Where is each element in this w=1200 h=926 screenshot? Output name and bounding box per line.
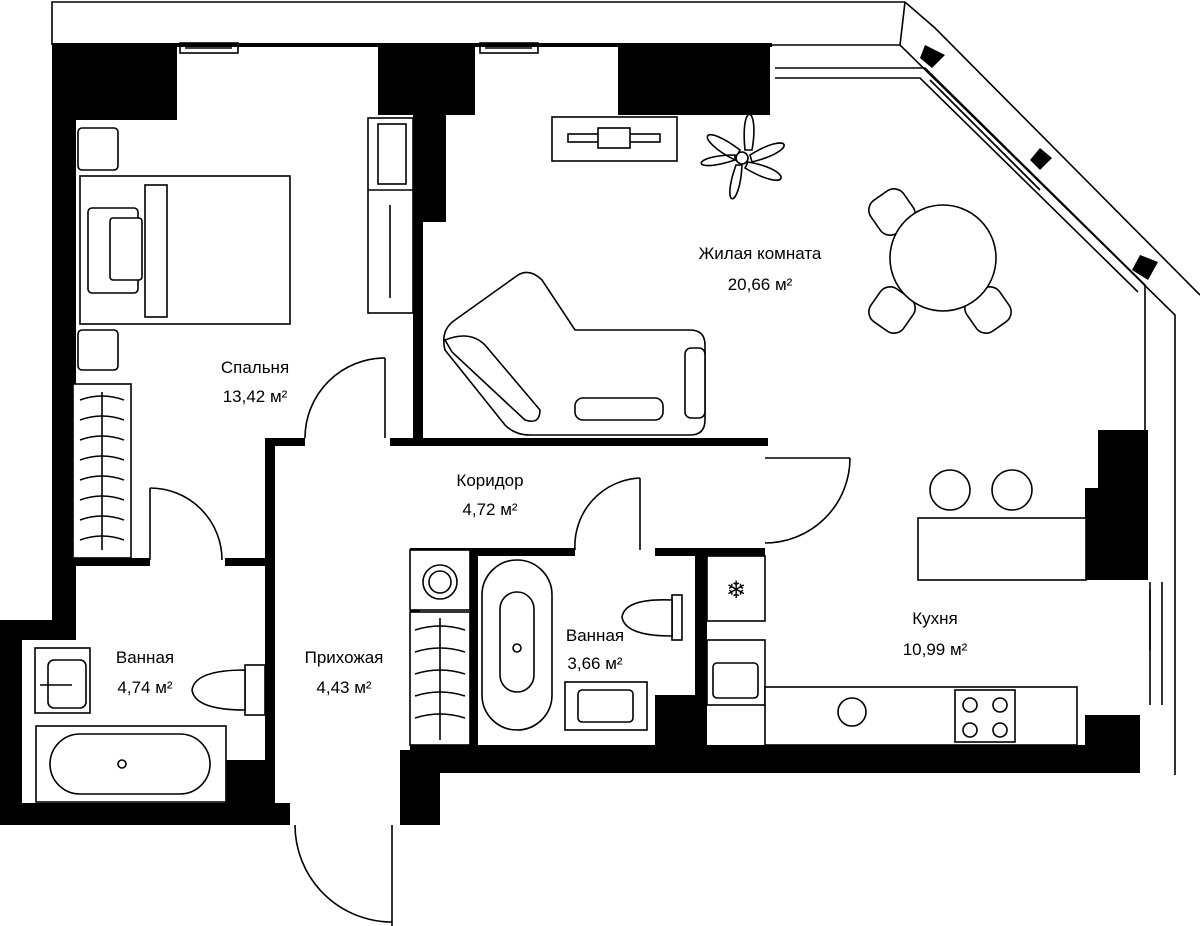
walls xyxy=(0,43,1158,825)
room-bath-mid: Ванная 3,66 м² xyxy=(566,626,624,673)
bar-counter xyxy=(917,469,1087,581)
room-kitchen-name: Кухня xyxy=(912,609,958,628)
wardrobe-hall xyxy=(409,611,471,746)
sink-mid xyxy=(564,681,648,731)
tv-console xyxy=(551,116,678,162)
room-hall-area: 4,43 м² xyxy=(316,678,371,697)
room-corridor: Коридор 4,72 м² xyxy=(456,471,523,519)
bed xyxy=(77,127,291,371)
svg-text:❄: ❄ xyxy=(726,576,746,604)
room-kitchen: Кухня 10,99 м² xyxy=(903,609,968,659)
kitchen-counter: ❄ xyxy=(706,555,1078,746)
room-hall: Прихожая 4,43 м² xyxy=(305,648,384,697)
room-kitchen-area: 10,99 м² xyxy=(903,640,968,659)
toilet-mid xyxy=(621,594,683,641)
room-bath-left-name: Ванная xyxy=(116,648,174,667)
room-bath-mid-name: Ванная xyxy=(566,626,624,645)
toilet-left xyxy=(191,664,266,716)
room-bath-mid-area: 3,66 м² xyxy=(567,654,622,673)
room-bath-left-area: 4,74 м² xyxy=(117,678,172,697)
room-bedroom-name: Спальня xyxy=(221,358,289,377)
room-hall-name: Прихожая xyxy=(305,648,384,667)
washing-machine xyxy=(409,549,471,611)
room-corridor-name: Коридор xyxy=(456,471,523,490)
dining-table xyxy=(868,188,1012,334)
room-living-area: 20,66 м² xyxy=(728,275,793,294)
sink-left xyxy=(34,647,91,714)
sofa xyxy=(442,271,706,436)
bathtub-mid xyxy=(481,559,553,731)
room-bath-left: Ванная 4,74 м² xyxy=(116,648,174,697)
wardrobe-bedroom xyxy=(72,383,132,559)
room-corridor-area: 4,72 м² xyxy=(462,500,517,519)
room-bedroom-area: 13,42 м² xyxy=(223,387,288,406)
room-living: Жилая комната 20,66 м² xyxy=(699,244,822,294)
doors xyxy=(149,357,851,926)
bathtub-left xyxy=(35,725,227,803)
room-living-name: Жилая комната xyxy=(699,244,822,263)
plant-icon xyxy=(700,113,785,200)
room-bedroom: Спальня 13,42 м² xyxy=(221,358,289,406)
shelf-bedroom xyxy=(367,117,414,314)
